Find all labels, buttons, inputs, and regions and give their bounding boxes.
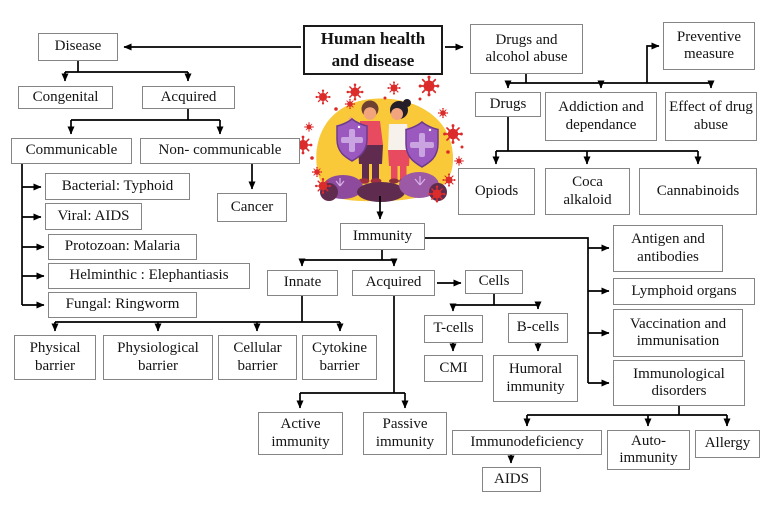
- node-acquired-disease: Acquired: [142, 86, 235, 109]
- node-bacterial: Bacterial: Typhoid: [45, 173, 190, 200]
- node-t-cells: T-cells: [424, 315, 483, 343]
- node-cancer: Cancer: [217, 193, 287, 222]
- node-opiods: Opiods: [458, 168, 535, 215]
- node-humoral-immunity: Humoral immunity: [493, 355, 578, 402]
- node-congenital: Congenital: [18, 86, 113, 109]
- node-effect-drug-abuse: Effect of drug abuse: [665, 92, 757, 141]
- node-immunodeficiency: Immunodeficiency: [452, 430, 602, 455]
- node-drugs-alcohol-abuse: Drugs and alcohol abuse: [470, 24, 583, 74]
- node-passive-immunity: Passive immunity: [363, 412, 447, 455]
- node-drugs: Drugs: [475, 92, 541, 117]
- node-cmi: CMI: [424, 355, 483, 382]
- node-cells: Cells: [465, 270, 523, 294]
- node-lymphoid-organs: Lymphoid organs: [613, 278, 755, 305]
- node-immunity: Immunity: [340, 223, 425, 250]
- node-helminthic: Helminthic : Elephantiasis: [48, 263, 250, 289]
- node-human-health-title: Human health and disease: [303, 25, 443, 75]
- node-physiological-barrier: Physiological barrier: [103, 335, 213, 380]
- node-coca-alkaloid: Coca alkaloid: [545, 168, 630, 215]
- node-cytokine-barrier: Cytokine barrier: [302, 335, 377, 380]
- node-acquired-immunity: Acquired: [352, 270, 435, 296]
- node-auto-immunity: Auto-immunity: [607, 430, 690, 470]
- node-preventive-measure: Preventive measure: [663, 22, 755, 70]
- node-physical-barrier: Physical barrier: [14, 335, 96, 380]
- node-aids: AIDS: [482, 467, 541, 492]
- connector-lines: [21, 42, 731, 464]
- node-vaccination-immunisation: Vaccination and immunisation: [613, 309, 743, 357]
- node-addiction-dependance: Addiction and dependance: [545, 92, 657, 141]
- people-with-shields-illustration: [316, 98, 454, 202]
- node-immunological-disorders: Immunological disorders: [613, 360, 745, 406]
- node-non-communicable: Non- communicable: [140, 138, 300, 164]
- node-viral: Viral: AIDS: [45, 203, 142, 230]
- node-protozoan: Protozoan: Malaria: [48, 234, 197, 260]
- node-communicable: Communicable: [11, 138, 132, 164]
- node-fungal: Fungal: Ringworm: [48, 292, 197, 318]
- node-cellular-barrier: Cellular barrier: [218, 335, 297, 380]
- node-allergy: Allergy: [695, 430, 760, 458]
- node-disease: Disease: [38, 33, 118, 61]
- virus-particles: [292, 74, 465, 204]
- node-active-immunity: Active immunity: [258, 412, 343, 455]
- node-innate: Innate: [267, 270, 338, 296]
- node-cannabinoids: Cannabinoids: [639, 168, 757, 215]
- node-antigen-antibodies: Antigen and antibodies: [613, 225, 723, 272]
- node-b-cells: B-cells: [508, 313, 568, 343]
